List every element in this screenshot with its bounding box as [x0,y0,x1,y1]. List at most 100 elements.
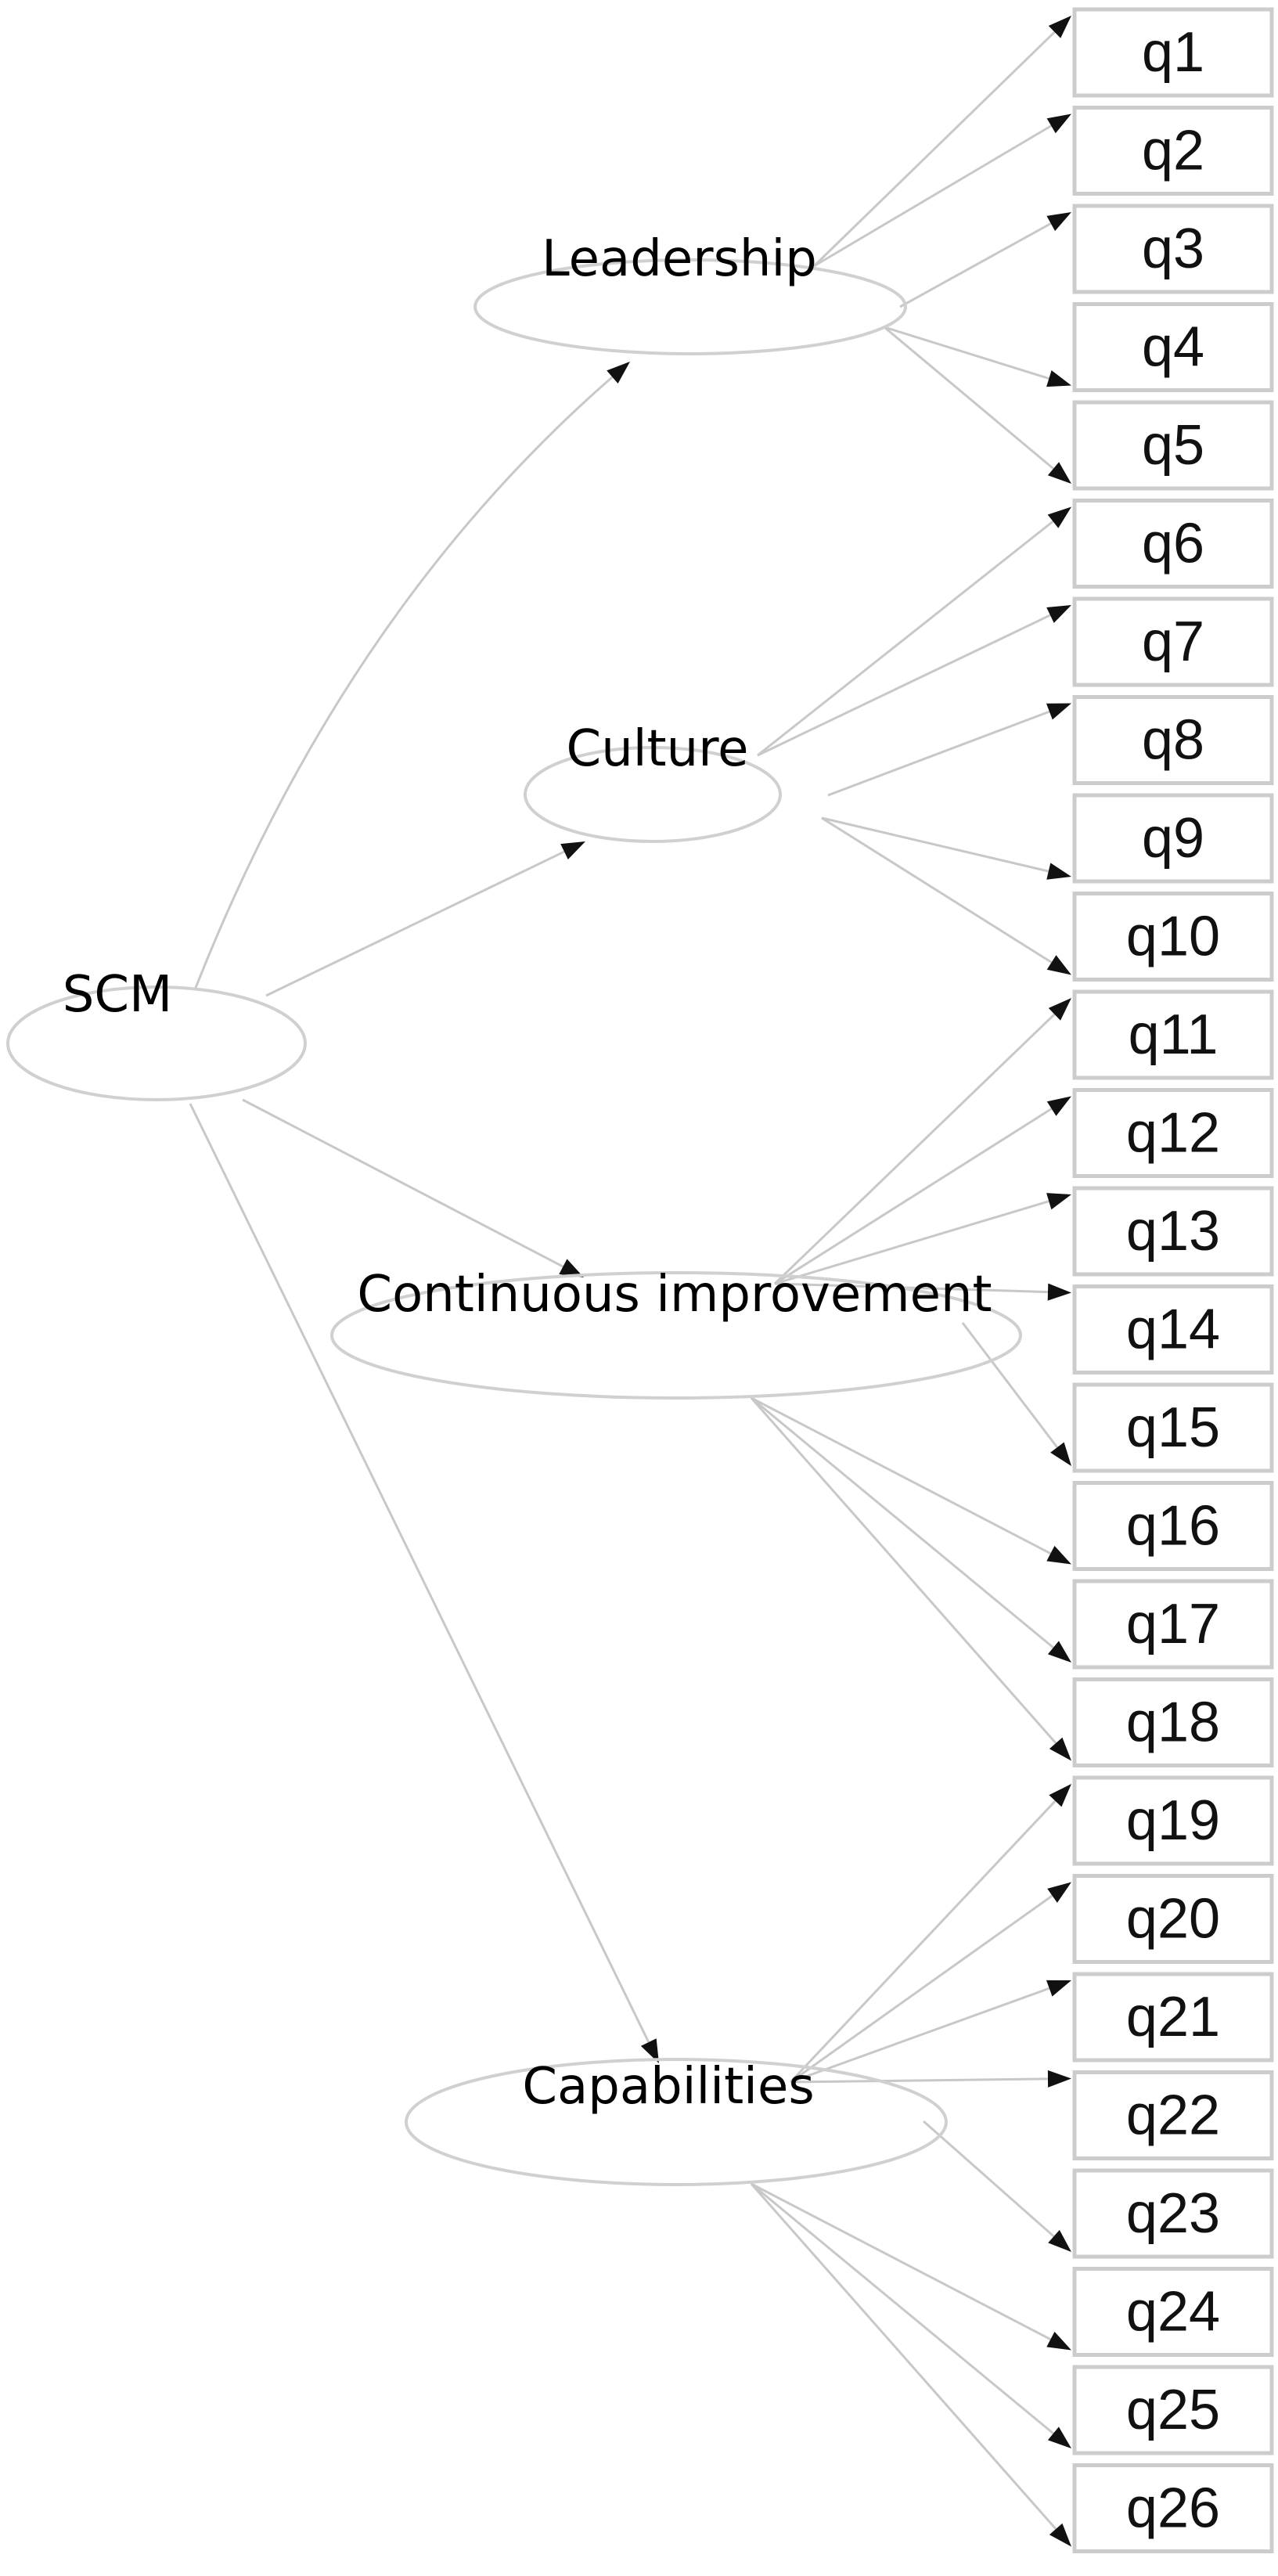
loading-arrow-q15-line [961,1322,1059,1449]
indicator-q16: q16 [1072,1481,1274,1571]
indicator-label: q13 [1126,1200,1220,1263]
loading-arrow-q26-arrowhead [1049,2523,1071,2547]
loading-arrow-q4-arrowhead [1046,370,1071,387]
indicator-q24: q24 [1072,2267,1274,2357]
indicator-box [1072,596,1274,687]
loading-arrow-q12-arrowhead [1046,1096,1071,1116]
path-scm-continuous-improvement [242,1098,584,1277]
loading-arrow-q2-arrowhead [1046,113,1071,134]
indicator-label: q1 [1142,21,1204,84]
path-scm-leadership [194,362,630,989]
loading-arrow-q8 [827,703,1071,797]
path-scm-culture-line [265,850,565,997]
latent-ellipse [405,2058,948,2186]
loading-arrow-q25 [751,2182,1071,2448]
loading-arrow-q14-line [774,1282,1049,1294]
indicator-label: q11 [1129,1003,1219,1066]
indicator-q21: q21 [1072,1972,1274,2063]
indicator-box [1072,989,1274,1080]
indicator-q18: q18 [1072,1677,1274,1767]
loading-arrow-q13-arrowhead [1046,1193,1071,1210]
loading-arrow-q1-line [812,31,1056,268]
loading-arrow-q24-line [751,2182,1052,2340]
loading-arrow-q17 [751,1396,1071,1663]
path-scm-leadership-arrowhead [607,362,630,384]
indicator-q10: q10 [1072,892,1274,982]
loading-arrow-q12 [774,1096,1071,1285]
indicator-label: q10 [1126,906,1220,968]
indicator-q14: q14 [1072,1284,1274,1374]
loading-arrow-q25-arrowhead [1047,2426,1071,2448]
latent-ellipse [330,1271,1022,1400]
indicator-label: q4 [1142,316,1204,379]
indicator-label: q25 [1126,2379,1220,2441]
indicator-box [1072,1579,1274,1670]
loading-arrow-q1 [812,16,1071,268]
indicator-label: q23 [1126,2182,1220,2245]
indicator-label: q9 [1142,807,1204,870]
indicator-box [1072,1382,1274,1473]
indicator-box [1072,400,1274,491]
loading-arrow-q5 [884,326,1071,484]
indicator-q6: q6 [1072,499,1274,589]
path-scm-culture-arrowhead [560,841,585,859]
indicator-label: q6 [1142,513,1204,575]
indicator-label: q24 [1126,2281,1220,2344]
indicator-q1: q1 [1072,7,1274,98]
indicator-label: q3 [1142,218,1204,280]
indicator-q19: q19 [1072,1775,1274,1866]
indicator-q9: q9 [1072,793,1274,884]
indicator-box [1072,793,1274,884]
loading-arrow-q19 [789,1784,1071,2084]
indicator-label: q16 [1126,1495,1220,1558]
indicator-q12: q12 [1072,1088,1274,1178]
indicator-label: q18 [1126,1692,1220,1754]
latent-label: Culture [567,720,749,778]
loading-arrow-q5-arrowhead [1047,462,1071,484]
indicator-q2: q2 [1072,106,1274,196]
indicator-label: q2 [1142,120,1204,182]
latent-culture: Culture [524,720,782,843]
indicator-box [1072,2365,1274,2455]
indicator-box [1072,2267,1274,2357]
loading-arrow-q16 [751,1396,1071,1565]
loading-arrow-q14-arrowhead [1047,1283,1071,1301]
indicator-box [1072,1088,1274,1178]
loading-arrow-q6 [757,506,1071,757]
loading-arrow-q11-line [773,1013,1056,1285]
loading-arrow-q22 [790,2070,1071,2088]
indicator-label: q21 [1126,1986,1220,2048]
indicator-q23: q23 [1072,2168,1274,2259]
loading-arrow-q6-line [757,520,1054,757]
loading-arrow-q21 [790,1980,1071,2084]
latent-label: Capabilities [522,2058,814,2116]
indicator-q17: q17 [1072,1579,1274,1670]
loading-arrow-q7-line [757,614,1051,757]
loading-arrow-q23 [923,2120,1071,2252]
indicator-box [1072,106,1274,196]
loading-arrow-q25-line [751,2182,1054,2435]
path-scm-culture [265,841,585,997]
indicator-box [1072,892,1274,982]
indicator-q11: q11 [1072,989,1274,1080]
path-scm-capabilities-line [189,1103,650,2043]
loading-arrow-q20-line [790,1894,1053,2084]
loading-arrow-q20-arrowhead [1047,1882,1071,1903]
loading-arrow-q3-arrowhead [1046,212,1071,232]
loading-arrow-q10 [821,816,1071,975]
path-scm-capabilities [189,1103,659,2063]
loading-arrow-q14 [774,1282,1071,1301]
loading-arrow-q24-arrowhead [1046,2331,1071,2351]
loading-arrow-q18-line [750,1397,1057,1744]
indicator-q22: q22 [1072,2070,1274,2160]
loading-arrow-q4-line [884,326,1049,380]
indicator-q25: q25 [1072,2365,1274,2455]
loading-arrow-q22-arrowhead [1047,2070,1071,2088]
indicator-box [1072,695,1274,785]
loading-arrow-q10-arrowhead [1046,955,1071,975]
indicator-box [1072,499,1274,589]
loading-arrow-q6-arrowhead [1047,506,1071,528]
indicator-box [1072,1481,1274,1571]
